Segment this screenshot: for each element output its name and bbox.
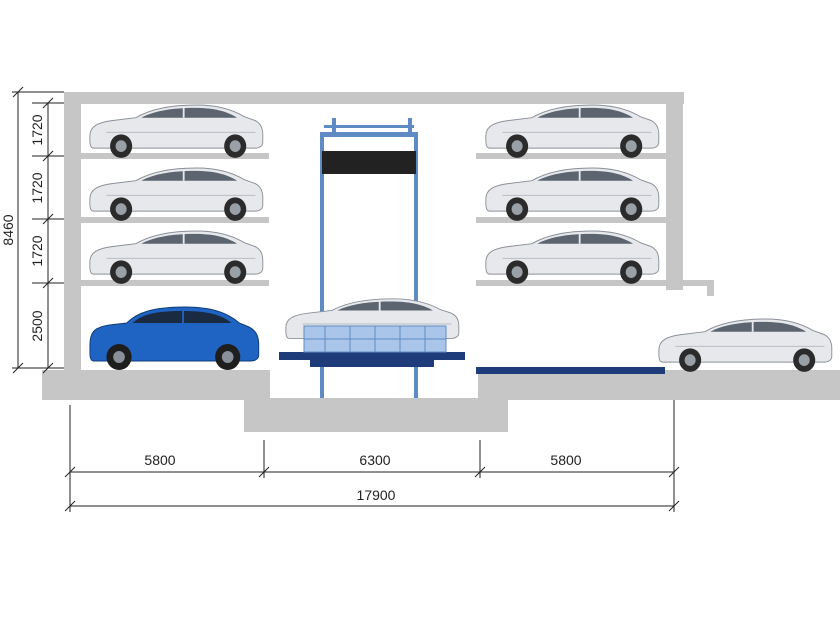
dim-level-height-1: 1720: [29, 114, 45, 145]
car-sedan-right-level-2: [484, 166, 660, 222]
lift-top-post-left: [332, 118, 336, 134]
lift-right-rail: [414, 132, 418, 398]
right-shelf-2: [476, 217, 666, 223]
dim-level-height-4: 2500: [29, 310, 45, 341]
lift-top-bar: [324, 125, 414, 128]
dim-width-middle: 6300: [359, 452, 390, 468]
lift-carriage-dark: [279, 352, 465, 360]
lift-pallet-cage: [303, 325, 447, 353]
car-sedan-right-level-3: [484, 229, 660, 285]
left-shelf-3: [81, 280, 269, 286]
ceiling-slab: [64, 92, 684, 104]
car-sedan-left-level-3: [88, 229, 264, 285]
car-suv-left-ground: [88, 306, 260, 371]
right-shelf-3: [476, 280, 714, 286]
right-shelf-1: [476, 153, 666, 159]
car-sedan-left-level-1: [88, 103, 264, 159]
lift-carriage-base: [310, 360, 434, 367]
lift-top-beam: [320, 132, 418, 137]
dim-width-right: 5800: [550, 452, 581, 468]
lift-tower: [279, 118, 465, 398]
dim-level-height-3: 1720: [29, 235, 45, 266]
dim-level-height-2: 1720: [29, 172, 45, 203]
horizontal-dimensions: 5800 6300 5800 17900: [64, 400, 680, 512]
structure: [42, 92, 840, 432]
right-shelf-tip: [707, 280, 714, 296]
car-sedan-right-level-1: [484, 103, 660, 159]
dim-total-height: 8460: [0, 214, 16, 245]
lift-left-rail: [320, 132, 324, 398]
dim-total-width: 17900: [357, 487, 396, 503]
left-wall: [64, 92, 81, 370]
left-shelf-2: [81, 217, 269, 223]
dim-width-left: 5800: [144, 452, 175, 468]
left-shelf-1: [81, 153, 269, 159]
car-sedan-left-level-2: [88, 166, 264, 222]
lift-top-post-right: [408, 118, 412, 134]
ground-slab-with-pit: [42, 370, 840, 432]
car-sedan-entrance: [657, 317, 833, 373]
transfer-platform: [476, 367, 665, 374]
right-column: [666, 92, 683, 290]
lift-counterweight: [322, 151, 416, 174]
vertical-dimensions: 8460 1720 1720 1720 2500: [0, 86, 64, 374]
